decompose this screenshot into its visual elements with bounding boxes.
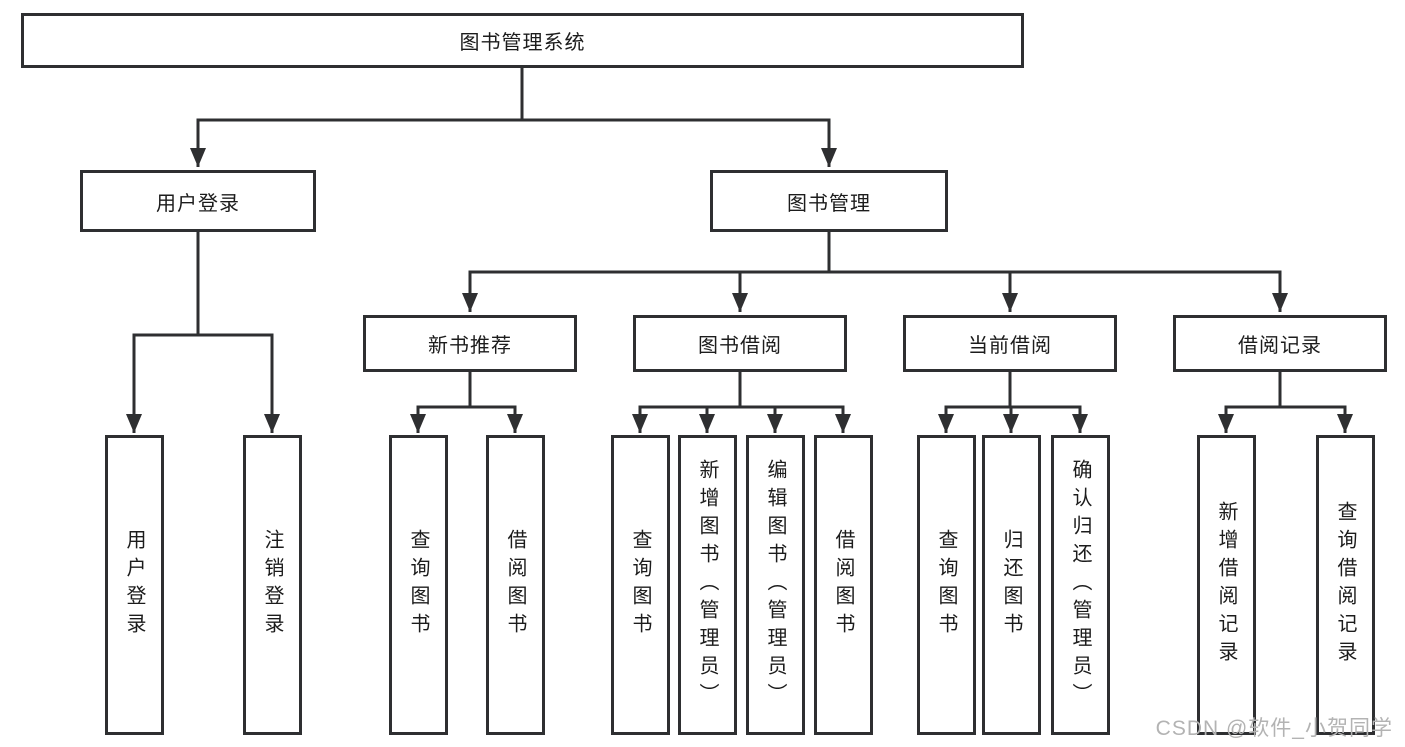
node-borrowing-records: 借阅记录 xyxy=(1173,315,1387,372)
node-library-management-system: 图书管理系统 xyxy=(21,13,1024,68)
node-new-book-recommendation: 新书推荐 xyxy=(363,315,577,372)
leaf-logout: 注销登录 xyxy=(243,435,302,735)
leaf-edit-books-admin: 编辑图书（管理员） xyxy=(746,435,805,735)
leaf-query-borrow-record: 查询借阅记录 xyxy=(1316,435,1375,735)
node-user-login: 用户登录 xyxy=(80,170,316,232)
leaf-confirm-return-admin: 确认归还（管理员） xyxy=(1051,435,1110,735)
node-current-borrowing: 当前借阅 xyxy=(903,315,1117,372)
leaf-query-books-borrowing: 查询图书 xyxy=(611,435,670,735)
leaf-query-books-recommend: 查询图书 xyxy=(389,435,448,735)
node-book-management: 图书管理 xyxy=(710,170,948,232)
leaf-borrow-books: 借阅图书 xyxy=(814,435,873,735)
leaf-user-login: 用户登录 xyxy=(105,435,164,735)
leaf-add-borrow-record: 新增借阅记录 xyxy=(1197,435,1256,735)
leaf-query-books-current: 查询图书 xyxy=(917,435,976,735)
csdn-watermark: CSDN @软件_小贺同学 xyxy=(1155,717,1393,740)
leaf-borrow-books-recommend: 借阅图书 xyxy=(486,435,545,735)
leaf-add-books-admin: 新增图书（管理员） xyxy=(678,435,737,735)
node-book-borrowing: 图书借阅 xyxy=(633,315,847,372)
leaf-return-books: 归还图书 xyxy=(982,435,1041,735)
